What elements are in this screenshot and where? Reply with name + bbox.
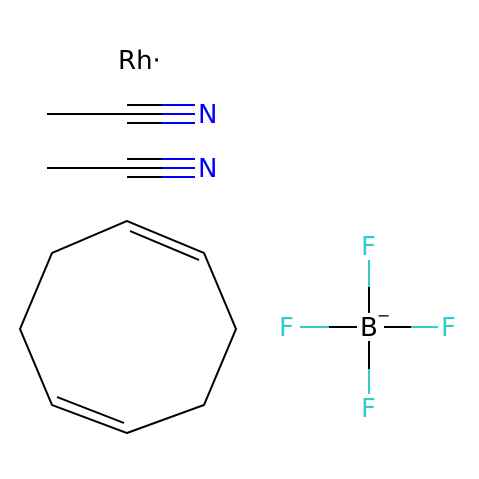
cod-double-bond-inner-top	[129, 230, 200, 261]
cod-ring-outline	[18, 219, 238, 435]
fluorine-atom-label-right: F	[441, 313, 456, 343]
rhodium-atom-label: Rh·	[118, 46, 161, 76]
nitrogen-atom-label: N	[198, 100, 217, 130]
nitrogen-atom-label: N	[198, 154, 217, 184]
fluorine-atom-label-left: F	[279, 313, 294, 343]
acetonitrile-1: N	[47, 100, 217, 130]
cyclooctadiene-ring	[18, 219, 238, 435]
fluorine-atom-label-bottom: F	[361, 394, 376, 424]
cod-double-bond-inner-bottom	[56, 396, 125, 424]
tetrafluoroborate-anion: B − F F F F	[279, 232, 456, 424]
fluorine-atom-label-top: F	[361, 232, 376, 262]
acetonitrile-2: N	[47, 154, 217, 184]
boron-negative-charge: −	[377, 306, 390, 325]
boron-atom-label: B	[360, 313, 378, 343]
